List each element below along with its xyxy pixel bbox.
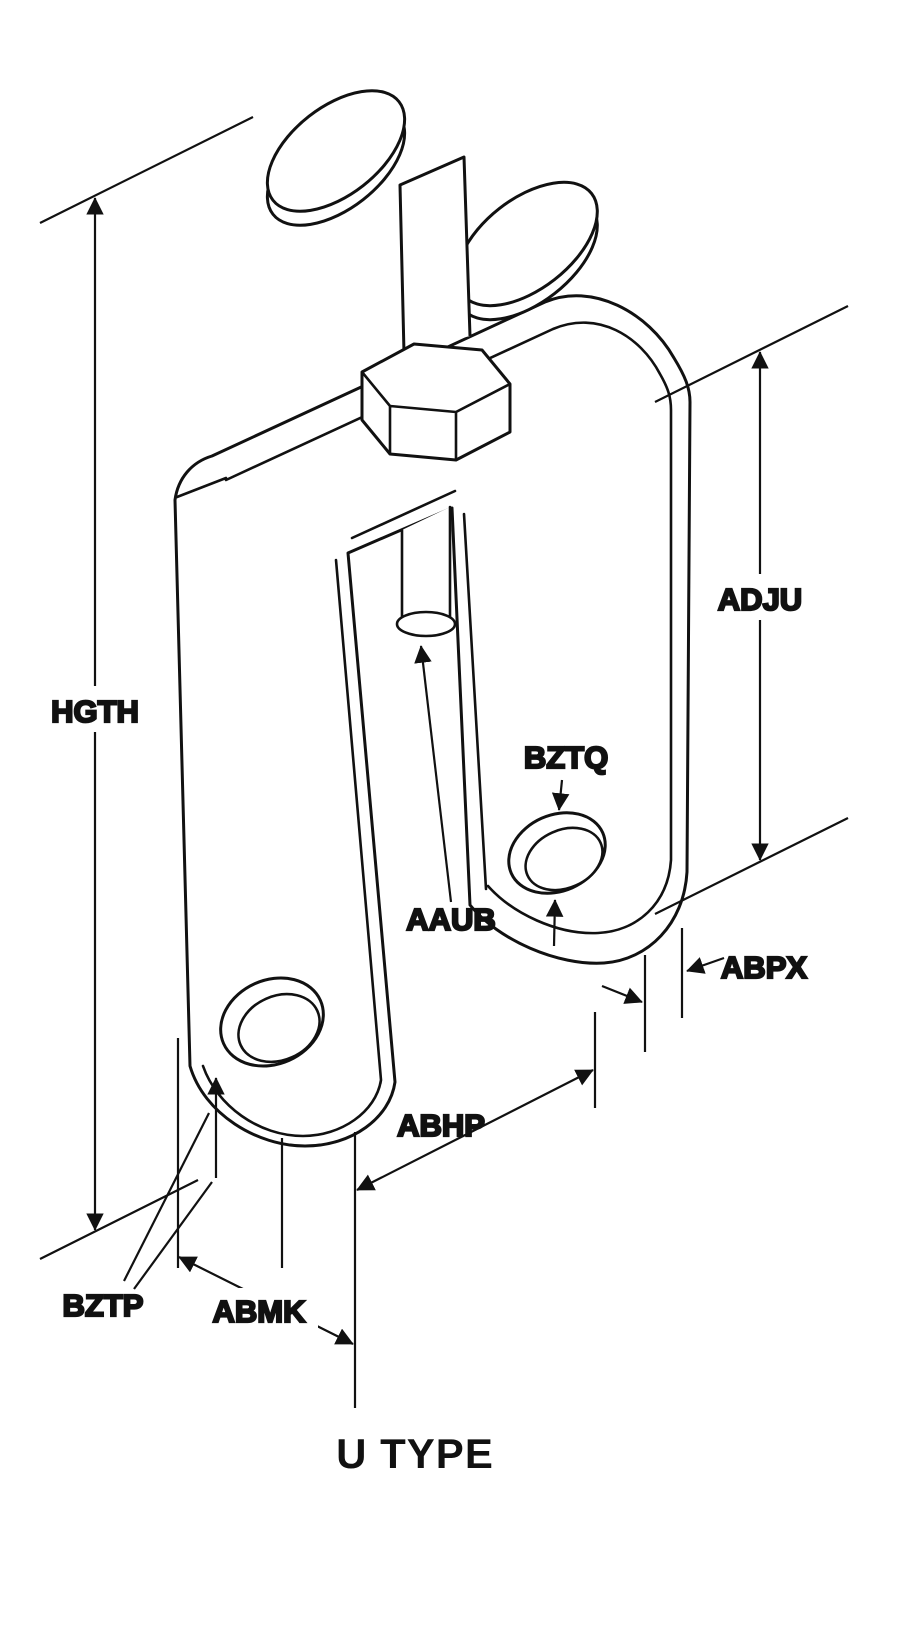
rod-tip <box>395 610 457 638</box>
left-wing <box>265 89 407 213</box>
dim-label-adju: ADJU <box>718 582 802 617</box>
adju-ext-top <box>654 305 849 403</box>
threaded-rod <box>395 505 457 638</box>
adju-label-bg <box>708 574 812 620</box>
right-hole-inner <box>524 826 604 892</box>
dim-abhp: ABHP <box>353 1012 597 1408</box>
dim-label-aaub: AAUB <box>406 902 496 937</box>
dim-label-hgth: HGTH <box>51 694 139 729</box>
aaub-leader <box>414 645 453 903</box>
dim-abpx: ABPX <box>601 928 808 1052</box>
abpx-arrow-right <box>686 956 725 974</box>
body-outline <box>173 294 692 1148</box>
hgth-ext-bottom <box>39 1179 199 1260</box>
dim-label-abhp: ABHP <box>397 1108 485 1143</box>
hex-nut <box>360 342 512 462</box>
left-hole-inner <box>237 992 321 1064</box>
left-hole <box>219 976 325 1068</box>
abhp-dim-line <box>356 1069 594 1191</box>
figure-caption: U TYPE <box>336 1430 494 1477</box>
abpx-arrow-left <box>601 984 643 1004</box>
bztp-leader-2 <box>123 1112 210 1282</box>
adju-ext-bottom <box>654 817 849 915</box>
wing-nut <box>265 89 599 354</box>
hgth-label-bg <box>44 686 146 732</box>
body-thickness-lines <box>175 321 673 1138</box>
dim-label-abmk: ABMK <box>213 1294 307 1329</box>
dim-aaub: AAUB <box>405 645 497 938</box>
bztq-arrow-up <box>545 899 564 947</box>
wing-nut-boss <box>398 155 472 354</box>
dim-abmk: ABMK <box>176 1038 354 1345</box>
hex-nut-silhouette <box>360 342 512 462</box>
dim-label-bztp: BZTP <box>63 1288 144 1323</box>
right-hole <box>507 811 607 895</box>
dim-bztq: BZTQ <box>523 739 609 947</box>
bztq-arrow-down <box>551 779 570 811</box>
bztp-leader-1 <box>133 1181 213 1290</box>
dim-label-abpx: ABPX <box>721 950 807 985</box>
dim-bztp: BZTP <box>61 1077 225 1324</box>
wing-nut-boss-fill <box>400 157 470 353</box>
hgth-ext-top <box>39 116 254 224</box>
abmk-label-bg <box>200 1288 318 1334</box>
dim-hgth: HGTH <box>39 116 254 1260</box>
clamp-body <box>173 294 692 1148</box>
hex-nut-facets <box>360 371 511 460</box>
dim-label-bztq: BZTQ <box>524 740 608 775</box>
dim-adju: ADJU <box>654 305 849 915</box>
rod-sides <box>400 505 452 622</box>
